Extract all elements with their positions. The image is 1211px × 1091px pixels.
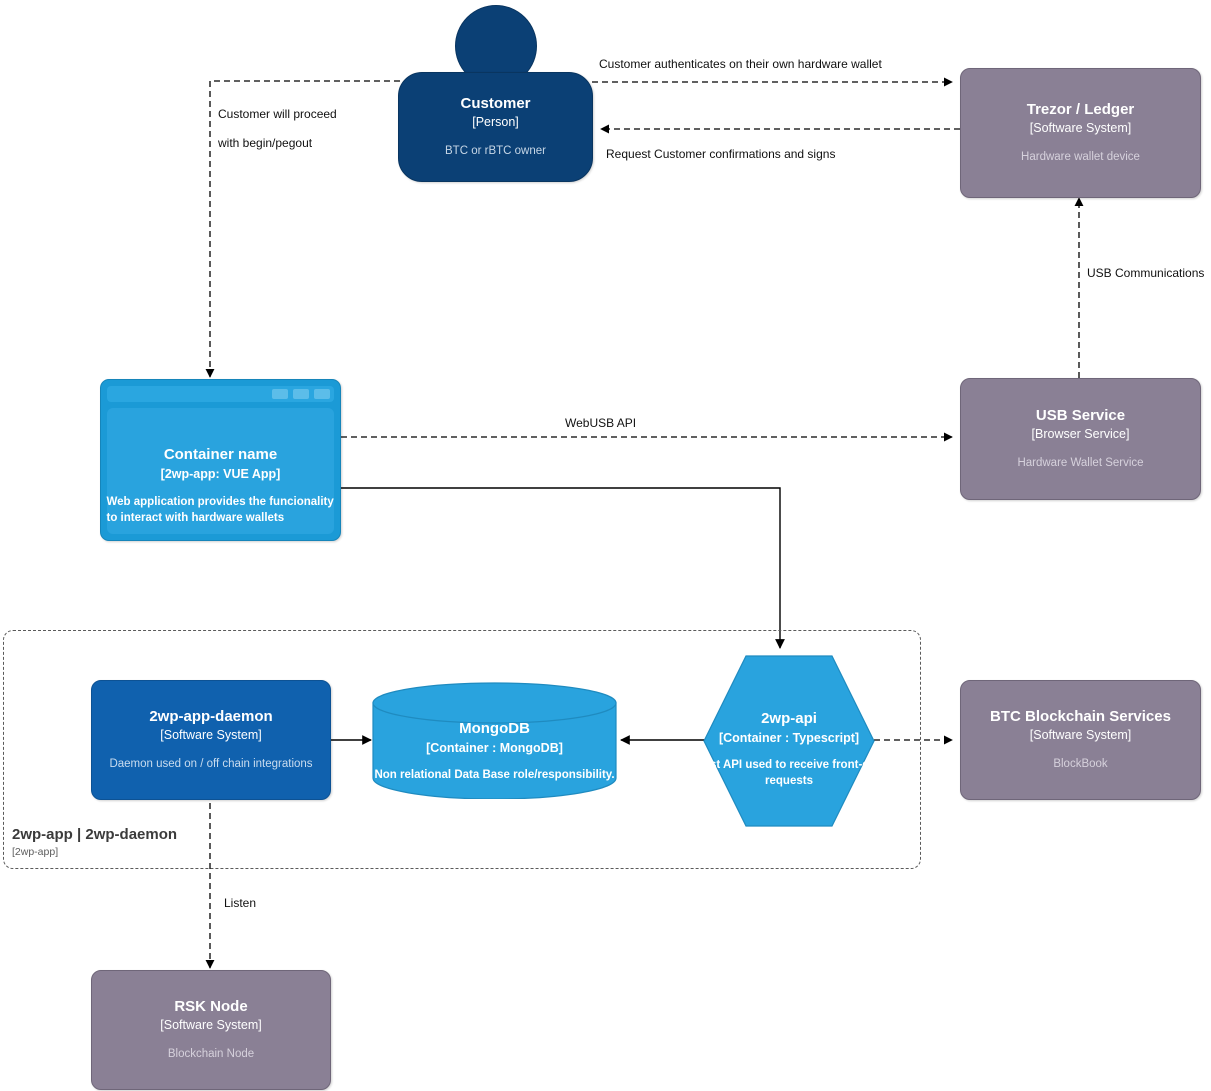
edge-label-request-confirmations: Request Customer confirmations and signs bbox=[606, 147, 836, 161]
2wp-api-title: 2wp-api bbox=[761, 710, 817, 727]
rsk-node-title: RSK Node bbox=[174, 997, 248, 1015]
edge-label-webusb-api: WebUSB API bbox=[565, 416, 637, 430]
2wp-api-label: 2wp-api [Container : Typescript] Rest AP… bbox=[695, 710, 883, 789]
edge-label-customer-authenticates: Customer authenticates on their own hard… bbox=[599, 57, 882, 71]
trezor-ledger-desc: Hardware wallet device bbox=[1021, 150, 1140, 163]
node-mongodb[interactable]: MongoDB [Container : MongoDB] Non relati… bbox=[372, 682, 617, 799]
boundary-tech: [2wp-app] bbox=[12, 846, 59, 858]
boundary-name: 2wp-app | 2wp-daemon bbox=[12, 826, 178, 843]
mongodb-tech: [Container : MongoDB] bbox=[426, 740, 563, 755]
browser-maximize-icon[interactable] bbox=[293, 389, 309, 399]
browser-close-icon[interactable] bbox=[314, 389, 330, 399]
node-btc-blockchain-services[interactable]: BTC Blockchain Services [Software System… bbox=[960, 680, 1201, 800]
btc-blockchain-title: BTC Blockchain Services bbox=[990, 707, 1171, 725]
btc-blockchain-tech: [Software System] bbox=[1029, 728, 1132, 743]
boundary-2wp-app bbox=[3, 630, 921, 869]
trezor-ledger-tech: [Software System] bbox=[1029, 121, 1132, 136]
edge-label-listen: Listen bbox=[224, 896, 257, 910]
daemon-desc: Daemon used on / off chain integrations bbox=[109, 757, 313, 770]
usb-service-title: USB Service bbox=[1035, 406, 1126, 424]
node-vue-app[interactable]: Container name [2wp-app: VUE App] Web ap… bbox=[100, 379, 341, 541]
vue-app-tech: [2wp-app: VUE App] bbox=[160, 466, 281, 481]
node-rsk-node[interactable]: RSK Node [Software System] Blockchain No… bbox=[91, 970, 331, 1090]
mongodb-cylinder-shape bbox=[372, 682, 617, 799]
customer-title: Customer bbox=[460, 94, 531, 112]
rsk-node-desc: Blockchain Node bbox=[167, 1047, 255, 1060]
edge-label-customer-proceed-2: with begin/pegout bbox=[218, 136, 313, 150]
vue-app-title: Container name bbox=[163, 446, 278, 463]
browser-titlebar bbox=[107, 386, 334, 402]
mongodb-title: MongoDB bbox=[459, 720, 530, 737]
2wp-api-desc: Rest API used to receive front-end reque… bbox=[695, 759, 883, 787]
daemon-title: 2wp-app-daemon bbox=[149, 707, 273, 725]
node-2wp-api[interactable]: 2wp-api [Container : Typescript] Rest AP… bbox=[695, 655, 883, 827]
vue-app-desc: Web application provides the funcionalit… bbox=[106, 496, 334, 524]
edge-customer-proceed bbox=[205, 80, 430, 378]
btc-blockchain-desc: BlockBook bbox=[1053, 757, 1108, 770]
usb-service-desc: Hardware Wallet Service bbox=[1017, 456, 1144, 469]
browser-content: Container name [2wp-app: VUE App] Web ap… bbox=[107, 408, 334, 534]
customer-desc: BTC or rBTC owner bbox=[445, 144, 546, 157]
browser-minimize-icon[interactable] bbox=[272, 389, 288, 399]
boundary-label: 2wp-app | 2wp-daemon [2wp-app] bbox=[12, 826, 312, 860]
mongodb-label: MongoDB [Container : MongoDB] Non relati… bbox=[372, 720, 617, 784]
daemon-tech: [Software System] bbox=[160, 728, 262, 743]
customer-tech: [Person] bbox=[472, 115, 519, 130]
2wp-api-hexagon-shape bbox=[703, 655, 875, 827]
node-trezor-ledger[interactable]: Trezor / Ledger [Software System] Hardwa… bbox=[960, 68, 1201, 198]
2wp-api-tech: [Container : Typescript] bbox=[718, 730, 860, 745]
node-usb-service[interactable]: USB Service [Browser Service] Hardware W… bbox=[960, 378, 1201, 500]
usb-service-tech: [Browser Service] bbox=[1031, 427, 1130, 442]
edge-label-customer-proceed-1: Customer will proceed bbox=[218, 107, 337, 121]
rsk-node-tech: [Software System] bbox=[160, 1018, 262, 1033]
node-2wp-app-daemon[interactable]: 2wp-app-daemon [Software System] Daemon … bbox=[91, 680, 331, 800]
edge-label-usb-communications: USB Communications bbox=[1087, 266, 1205, 280]
mongodb-desc: Non relational Data Base role/responsibi… bbox=[374, 769, 615, 781]
edge-vue-to-api bbox=[341, 487, 785, 649]
node-customer[interactable]: Customer [Person] BTC or rBTC owner bbox=[398, 72, 593, 182]
trezor-ledger-title: Trezor / Ledger bbox=[1026, 100, 1135, 118]
